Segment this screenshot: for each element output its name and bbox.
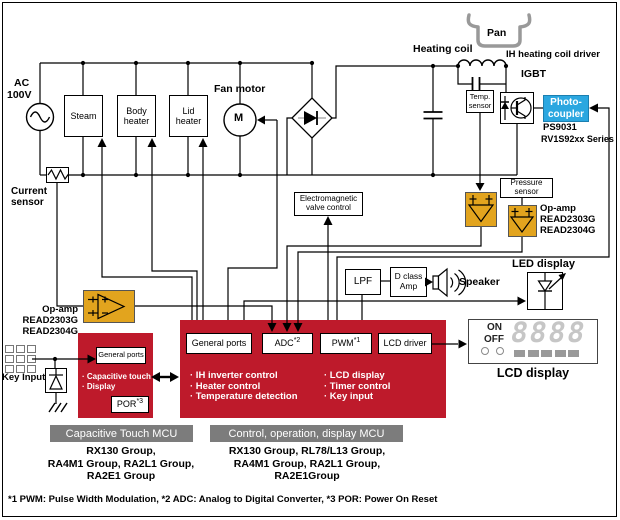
igbt-box xyxy=(500,92,534,124)
key-button xyxy=(5,355,14,363)
current-sensor-box xyxy=(46,167,69,183)
motor-m-label: M xyxy=(234,112,244,124)
key-button xyxy=(5,345,14,353)
opamp-temp-box xyxy=(465,192,497,227)
opamp-pressure-box xyxy=(508,205,537,237)
control-mcu-tag: Control, operation, display MCU xyxy=(210,425,403,442)
heating-coil-label: Heating coil xyxy=(413,43,473,55)
footnote: *1 PWM: Pulse Width Modulation, *2 ADC: … xyxy=(8,494,438,505)
lid-heater-box: Lid heater xyxy=(169,95,208,137)
valve-control-box: Electromagnetic valve control xyxy=(294,192,363,216)
key-button xyxy=(27,365,36,373)
photocoupler-part-2: RV1S92xx Series xyxy=(541,134,614,144)
adc-box: ADC*2 xyxy=(262,333,313,354)
current-sensor-label-2: sensor xyxy=(11,197,44,208)
touch-mcu-groups: RX130 Group, RA4M1 Group, RA2L1 Group, R… xyxy=(47,445,195,482)
control-mcu-features-left: · IH inverter control · Heater control ·… xyxy=(190,370,298,403)
opamp-current-box xyxy=(83,290,135,323)
touch-electrode-box xyxy=(45,368,67,393)
ac-label-2: 100V xyxy=(7,89,32,101)
led-display-label: LED display xyxy=(512,258,575,270)
photocoupler-part-1: PS9031 xyxy=(543,122,577,133)
lcd-bar xyxy=(554,350,566,357)
key-input-label: Key Input xyxy=(2,372,46,383)
touch-general-ports-box: General ports xyxy=(96,347,146,364)
lcd-bar xyxy=(527,350,539,357)
por-box: POR*3 xyxy=(111,396,149,413)
igbt-label: IGBT xyxy=(521,68,547,80)
key-button xyxy=(27,355,36,363)
touch-mcu-features: · Capacitive touch · Display xyxy=(82,372,151,391)
key-button xyxy=(5,365,14,373)
pressure-sensor-box: Pressure sensor xyxy=(500,178,553,198)
lcd-driver-box: LCD driver xyxy=(378,333,432,354)
pwm-box: PWM*1 xyxy=(320,333,372,354)
d-class-amp-box: D class Amp xyxy=(390,267,427,297)
control-mcu-features-right: · LCD display · Timer control · Key inpu… xyxy=(324,370,391,403)
speaker-label: Speaker xyxy=(459,276,500,288)
key-button xyxy=(16,355,25,363)
lcd-off-label: OFF xyxy=(484,334,504,345)
opamp-left-label: Op-amp READ2303G READ2304G xyxy=(22,304,78,337)
capacitive-touch-mcu-tag: Capacitive Touch MCU xyxy=(50,425,193,442)
lcd-bar xyxy=(568,350,579,357)
fan-motor-label: Fan motor xyxy=(214,83,266,95)
current-sensor-label-1: Current xyxy=(11,186,48,197)
ac-label-1: AC xyxy=(14,77,30,89)
lcd-bar xyxy=(541,350,552,357)
lcd-bar xyxy=(514,350,525,357)
opamp-right-label: Op-amp READ2303G READ2304G xyxy=(540,203,596,236)
temp-sensor-box: Temp. sensor xyxy=(466,90,494,113)
steam-box: Steam xyxy=(64,95,103,137)
key-button xyxy=(16,345,25,353)
key-button xyxy=(27,345,36,353)
pan-label: Pan xyxy=(487,27,507,39)
body-heater-box: Body heater xyxy=(117,95,156,137)
lcd-digits: 8888 xyxy=(508,316,590,349)
ih-driver-label: IH heating coil driver xyxy=(506,49,600,60)
general-ports-box: General ports xyxy=(186,333,252,354)
lcd-display-label: LCD display xyxy=(496,366,570,380)
control-mcu-groups: RX130 Group, RL78/L13 Group, RA4M1 Group… xyxy=(228,445,386,482)
lpf-box: LPF xyxy=(345,269,381,295)
led-display-box xyxy=(527,272,563,310)
key-button xyxy=(16,365,25,373)
lcd-indicator-circle xyxy=(481,347,489,355)
lcd-indicator-circle xyxy=(496,347,504,355)
lcd-on-label: ON xyxy=(487,322,502,333)
photocoupler-box: Photo- coupler xyxy=(543,95,589,122)
